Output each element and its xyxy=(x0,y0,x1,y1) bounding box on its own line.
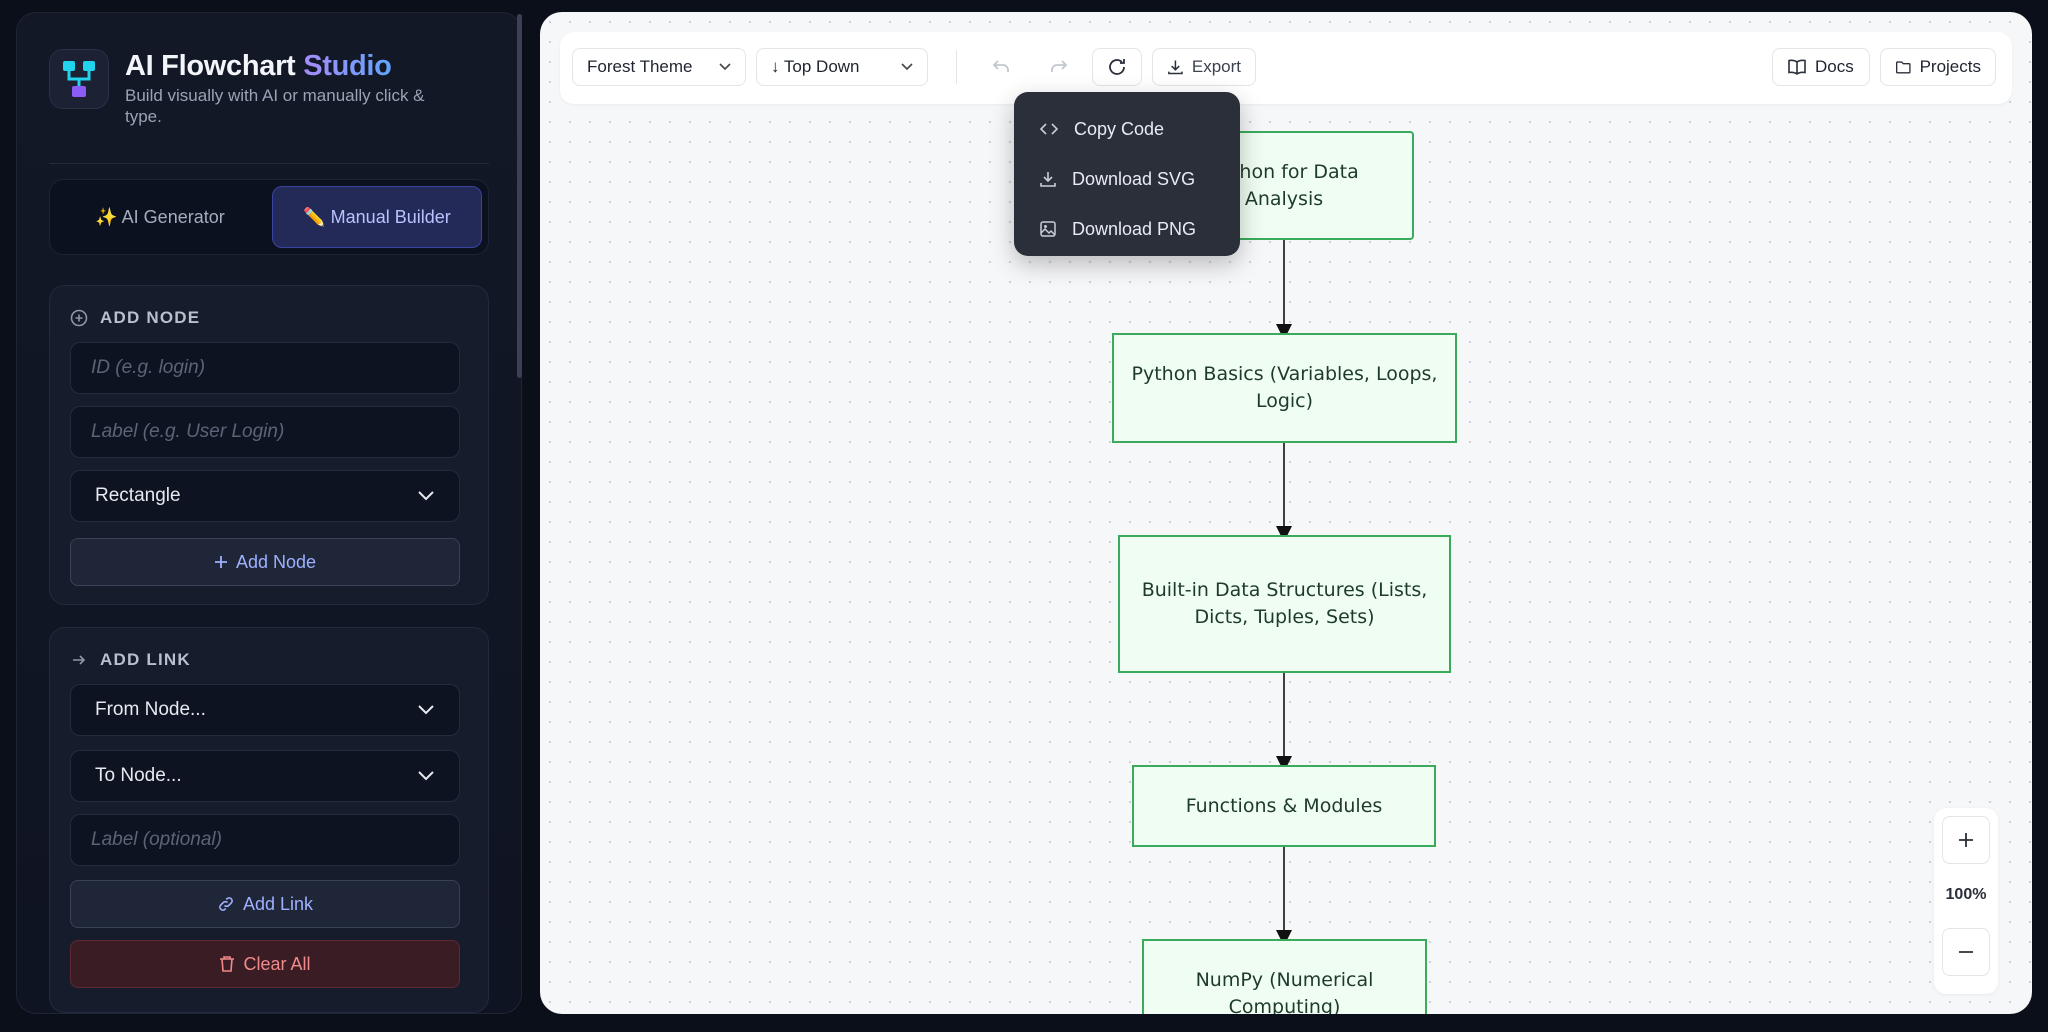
chevron-down-icon xyxy=(719,63,731,71)
download-svg-item[interactable]: Download SVG xyxy=(1014,154,1240,204)
plus-circle-icon xyxy=(70,309,88,327)
tab-manual-builder[interactable]: ✏️ Manual Builder xyxy=(272,186,482,248)
flow-node-data-structures[interactable]: Built-in Data Structures (Lists, Dicts, … xyxy=(1118,535,1451,673)
node-shape-value: Rectangle xyxy=(95,485,181,506)
export-button[interactable]: Export xyxy=(1152,48,1256,86)
zoom-level: 100% xyxy=(1945,886,1987,903)
redo-button[interactable] xyxy=(1034,48,1084,86)
sidebar: AI Flowchart Studio Build visually with … xyxy=(16,12,522,1014)
theme-select[interactable]: Forest Theme xyxy=(572,48,746,86)
zoom-out-button[interactable] xyxy=(1942,928,1990,976)
to-node-value: To Node... xyxy=(95,765,182,786)
projects-button[interactable]: Projects xyxy=(1880,48,1996,86)
flowchart-logo-icon xyxy=(49,49,109,109)
toolbar-divider xyxy=(956,50,957,84)
sidebar-scrollbar[interactable] xyxy=(517,14,522,378)
copy-code-item[interactable]: Copy Code xyxy=(1014,104,1240,154)
trash-icon xyxy=(220,956,235,972)
minus-icon xyxy=(1959,951,1973,953)
link-label-input[interactable]: Label (optional) xyxy=(70,814,460,866)
add-node-panel: ADD NODE ID (e.g. login) Label (e.g. Use… xyxy=(49,285,489,605)
arrow-right-icon xyxy=(73,655,86,665)
add-link-panel: ADD LINK From Node... To Node... Label (… xyxy=(49,627,489,1013)
flow-node-numpy[interactable]: NumPy (Numerical Computing) xyxy=(1142,939,1427,1014)
add-link-button[interactable]: Add Link xyxy=(70,880,460,928)
clear-all-button[interactable]: Clear All xyxy=(70,940,460,988)
image-icon xyxy=(1040,221,1056,237)
flow-node-functions-modules[interactable]: Functions & Modules xyxy=(1132,765,1436,847)
add-link-heading: ADD LINK xyxy=(100,650,191,669)
add-node-button[interactable]: Add Node xyxy=(70,538,460,586)
flow-connectors xyxy=(1276,240,1292,946)
download-icon xyxy=(1168,60,1183,75)
redo-icon xyxy=(1051,60,1068,72)
node-shape-select[interactable]: Rectangle xyxy=(70,470,460,522)
download-png-item[interactable]: Download PNG xyxy=(1014,204,1240,254)
to-node-select[interactable]: To Node... xyxy=(70,750,460,802)
divider xyxy=(49,163,489,164)
refresh-button[interactable] xyxy=(1092,48,1142,86)
node-id-input[interactable]: ID (e.g. login) xyxy=(70,342,460,394)
refresh-icon xyxy=(1109,59,1125,75)
book-icon xyxy=(1788,59,1806,75)
direction-select[interactable]: ↓ Top Down xyxy=(756,48,928,86)
zoom-controls: 100% xyxy=(1934,808,1998,994)
chevron-down-icon xyxy=(418,771,434,781)
export-dropdown: Copy Code Download SVG Download PNG xyxy=(1014,92,1240,256)
plus-icon xyxy=(214,556,227,568)
toolbar: Forest Theme ↓ Top Down Export Docs Proj… xyxy=(560,32,2012,104)
from-node-value: From Node... xyxy=(95,699,206,720)
link-icon xyxy=(219,897,233,911)
brand: AI Flowchart Studio Build visually with … xyxy=(49,49,465,127)
folder-icon xyxy=(1895,61,1911,74)
download-icon xyxy=(1040,172,1056,187)
plus-icon xyxy=(1959,833,1973,847)
flow-node-python-basics[interactable]: Python Basics (Variables, Loops, Logic) xyxy=(1112,333,1457,443)
app-title: AI Flowchart Studio xyxy=(125,50,392,82)
undo-button[interactable] xyxy=(976,48,1026,86)
chevron-down-icon xyxy=(418,705,434,715)
mode-tabs: ✨ AI Generator ✏️ Manual Builder xyxy=(49,179,489,255)
chevron-down-icon xyxy=(418,491,434,501)
code-icon xyxy=(1040,123,1058,135)
add-node-heading: ADD NODE xyxy=(100,308,201,327)
zoom-in-button[interactable] xyxy=(1942,816,1990,864)
chevron-down-icon xyxy=(901,63,913,71)
from-node-select[interactable]: From Node... xyxy=(70,684,460,736)
tab-ai-generator[interactable]: ✨ AI Generator xyxy=(95,206,225,227)
undo-icon xyxy=(992,60,1009,72)
flowchart-canvas[interactable]: Forest Theme ↓ Top Down Export Docs Proj… xyxy=(540,12,2032,1014)
docs-button[interactable]: Docs xyxy=(1772,48,1870,86)
node-label-input[interactable]: Label (e.g. User Login) xyxy=(70,406,460,458)
app-subtitle: Build visually with AI or manually click… xyxy=(125,86,425,126)
